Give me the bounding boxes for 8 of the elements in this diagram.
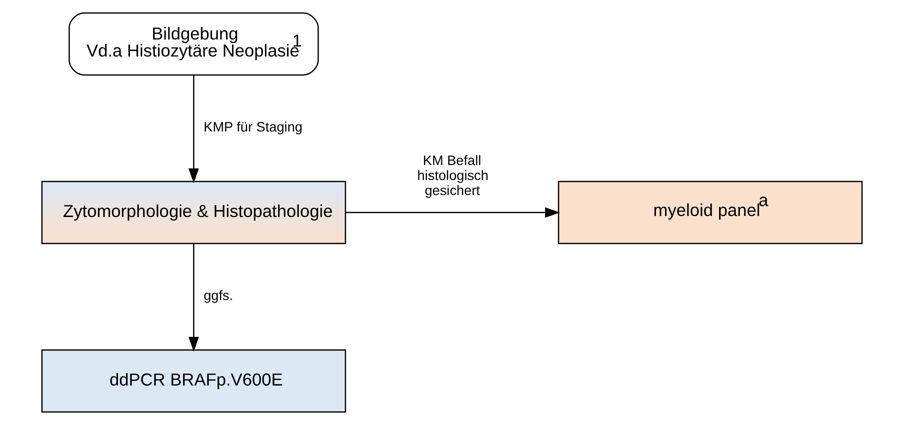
arrow bbox=[188, 75, 199, 184]
node-box: ddPCR BRAFp.V600E bbox=[41, 349, 346, 413]
arrow bbox=[188, 244, 199, 352]
node-box: Zytomorphologie & Histopathologie bbox=[41, 180, 346, 244]
edge-label: KM Befall histologisch gesichert bbox=[417, 153, 488, 198]
edge-label: ggfs. bbox=[204, 288, 234, 304]
edge-label: KMP für Staging bbox=[204, 120, 302, 135]
arrow bbox=[346, 207, 560, 218]
